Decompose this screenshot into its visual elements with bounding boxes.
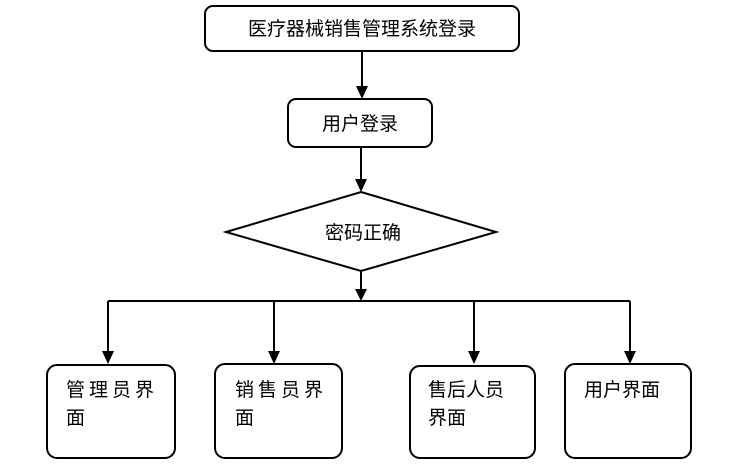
node-aftersales-page-label-line2: 界面 — [428, 407, 466, 429]
node-user-page-label: 用户界面 — [584, 379, 660, 401]
node-password-correct-label: 密码正确 — [325, 222, 401, 244]
node-password-correct: 密码正确 — [222, 190, 500, 273]
node-user-page-box — [564, 363, 692, 459]
node-admin-page-box — [46, 364, 176, 459]
node-sales-page-box — [214, 363, 343, 459]
node-admin-page-label-line2: 面 — [66, 407, 85, 429]
arrow-user-login-to-decision — [355, 147, 367, 192]
arrow-to-aftersales-page — [468, 301, 480, 364]
arrow-to-sales-page — [268, 301, 280, 364]
node-user-page: 用户界面 — [564, 363, 692, 459]
arrow-to-admin-page — [102, 301, 114, 364]
node-sales-page-label-line2: 面 — [235, 407, 254, 429]
node-system-login: 医疗器械销售管理系统登录 — [204, 5, 520, 52]
node-aftersales-page-label-line1: 售后人员 — [428, 379, 504, 401]
node-user-login-label: 用户登录 — [322, 113, 398, 135]
node-sales-page: 销售员界 面 — [214, 363, 343, 459]
arrow-title-to-user-login — [356, 51, 368, 99]
node-aftersales-page-box — [409, 365, 536, 459]
arrow-to-user-page — [624, 301, 636, 364]
arrow-decision-to-branch — [355, 271, 367, 301]
node-user-login: 用户登录 — [287, 98, 433, 148]
node-system-login-label: 医疗器械销售管理系统登录 — [248, 18, 476, 40]
node-admin-page: 管理员界 面 — [46, 364, 176, 459]
node-aftersales-page: 售后人员 界面 — [409, 365, 536, 459]
